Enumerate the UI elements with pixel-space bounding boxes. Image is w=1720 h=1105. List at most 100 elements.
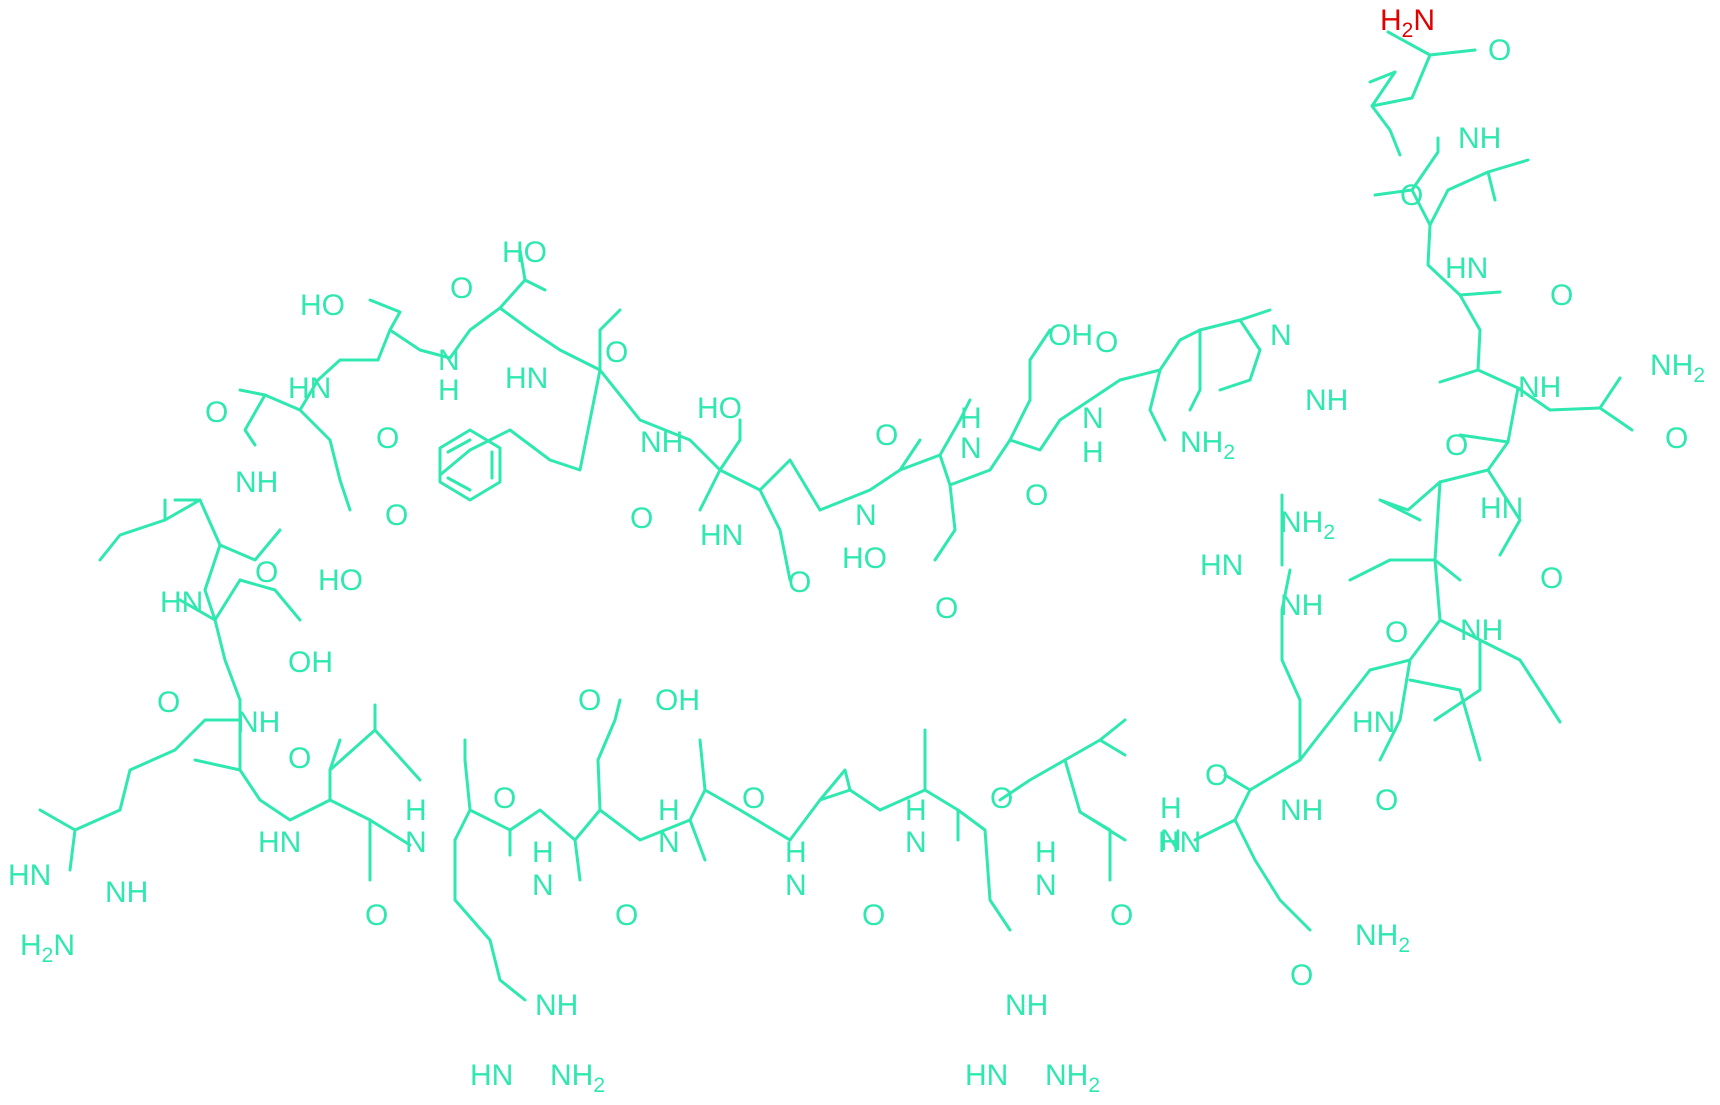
label-o: O (1025, 479, 1048, 512)
label-o: O (742, 782, 765, 815)
label-nh2: NH2 (1180, 426, 1235, 464)
label-o: O (875, 419, 898, 452)
label-nh: NH (235, 466, 278, 499)
label-n: N (405, 826, 427, 859)
label-n: N (855, 499, 877, 532)
label-oh: OH (288, 646, 333, 679)
label-nh: NH (1518, 371, 1561, 404)
label-n: N (532, 869, 554, 902)
label-nh2: NH2 (1280, 506, 1335, 544)
label-nh: NH (1005, 989, 1048, 1022)
label-ho: HO (300, 289, 345, 322)
label-nh: NH (105, 876, 148, 909)
label-o: O (1488, 34, 1511, 67)
label-nh: NH (1280, 589, 1323, 622)
label-nh2: NH2 (1045, 1059, 1100, 1097)
label-ho: HO (502, 236, 547, 269)
label-h: H (785, 836, 807, 869)
phenyl-ring (438, 428, 502, 502)
label-o: O (255, 556, 278, 589)
label-hn: HN (1352, 706, 1395, 739)
label-ho: HO (842, 542, 887, 575)
label-o: O (630, 502, 653, 535)
label-n: N (785, 869, 807, 902)
label-o: O (1290, 959, 1313, 992)
label-h: H (1160, 792, 1182, 825)
label-hn: HN (470, 1059, 513, 1092)
label-n: N (438, 344, 460, 377)
label-o: O (365, 899, 388, 932)
label-nh: NH (1280, 794, 1323, 827)
label-o: O (288, 742, 311, 775)
label-o: O (1095, 326, 1118, 359)
label-n: N (1035, 869, 1057, 902)
label-hn: HN (1480, 492, 1523, 525)
label-o: O (1110, 899, 1133, 932)
label-n: N (960, 432, 982, 465)
label-n: N (905, 826, 927, 859)
label-hn: HN (8, 859, 51, 892)
label-nh: NH (237, 706, 280, 739)
label-o: O (615, 899, 638, 932)
label-hn: HN (1200, 549, 1243, 582)
label-h: H (532, 836, 554, 869)
label-o: O (788, 566, 811, 599)
label-o: O (1445, 429, 1468, 462)
label-o: O (157, 686, 180, 719)
label-n: N (1082, 402, 1104, 435)
label-nh: NH (1460, 614, 1503, 647)
label-o: O (935, 592, 958, 625)
label-nh: NH (1305, 384, 1348, 417)
bond-skeleton (38, 30, 1634, 1002)
label-h: H (405, 794, 427, 827)
label-o: O (605, 336, 628, 369)
label-o: O (376, 422, 399, 455)
label-hn: HN (1158, 826, 1201, 859)
label-o: O (385, 499, 408, 532)
label-h: H (960, 402, 982, 435)
label-o: O (1385, 616, 1408, 649)
label-nh2: NH2 (550, 1059, 605, 1097)
label-h: H (1035, 836, 1057, 869)
label-ho: HO (318, 564, 363, 597)
label-nh: NH (1458, 122, 1501, 155)
label-hn: HN (965, 1059, 1008, 1092)
c-terminal-amide-label: H2N (1380, 4, 1435, 42)
label-oh: OH (1048, 319, 1093, 352)
label-hn: HN (288, 372, 331, 405)
label-o: O (1550, 279, 1573, 312)
label-n: N (1160, 824, 1182, 857)
label-o: O (1665, 422, 1688, 455)
label-o: O (1540, 562, 1563, 595)
label-h: H (1082, 436, 1104, 469)
label-hn: HN (160, 586, 203, 619)
label-o: O (578, 684, 601, 717)
label-o: O (862, 899, 885, 932)
atom-labels: H2N O NH O HN O NH NH2 O O HN O O NH HN … (8, 4, 1705, 1097)
label-hn: HN (258, 826, 301, 859)
label-n: N (1270, 319, 1292, 352)
label-nh2: NH2 (1355, 919, 1410, 957)
label-o: O (990, 782, 1013, 815)
label-nh: NH (535, 989, 578, 1022)
label-hn: HN (700, 519, 743, 552)
label-nh2: NH2 (1650, 349, 1705, 387)
label-o: O (493, 782, 516, 815)
label-o: O (1375, 784, 1398, 817)
label-oh: OH (655, 684, 700, 717)
label-h: H (438, 374, 460, 407)
label-h2n: H2N (20, 929, 75, 967)
label-o: O (450, 272, 473, 305)
label-o: O (1205, 759, 1228, 792)
label-ho: HO (697, 392, 742, 425)
label-hn: HN (505, 362, 548, 395)
label-nh: NH (640, 426, 683, 459)
label-o: O (1400, 179, 1423, 212)
label-hn: HN (1445, 252, 1488, 285)
label-o: O (205, 396, 228, 429)
label-n: N (658, 826, 680, 859)
label-h: H (905, 794, 927, 827)
label-h: H (658, 794, 680, 827)
